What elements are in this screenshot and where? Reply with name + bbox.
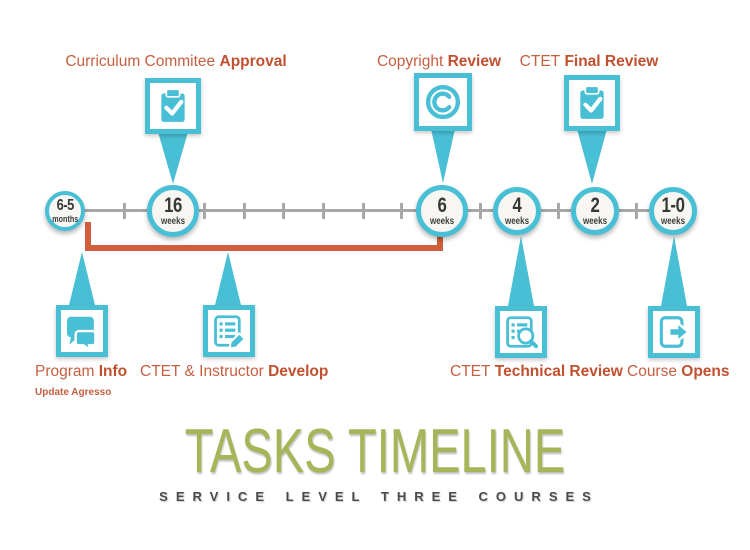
timeline-axis [65, 209, 673, 212]
page-title: TASKS TIMELINE [184, 417, 566, 486]
pointer-from-bracket-program-info [69, 252, 95, 305]
timeline-node-6-weeks: 6 weeks [416, 185, 468, 237]
document-search-icon [506, 316, 539, 349]
timeline-tick [557, 203, 560, 219]
timeline-tick [243, 203, 246, 219]
label-text-bold: Info [98, 363, 128, 380]
timeline-tick [400, 203, 403, 219]
node-value: 6 [437, 194, 447, 217]
timeline-node-16-weeks: 16 weeks [147, 185, 199, 237]
document-pencil-icon [203, 305, 255, 357]
label-ctet-technical-review: CTET Technical Review [450, 363, 623, 381]
chat-bubbles-icon [56, 305, 108, 357]
node-unit: months [52, 214, 78, 224]
clipboard-check-icon [564, 75, 620, 131]
node-value: 6-5 [56, 197, 74, 214]
label-text-bold: Final Review [564, 53, 659, 70]
node-unit: weeks [429, 216, 455, 227]
pointer-from-1-0-weeks [661, 236, 687, 306]
label-update-agresso: Update Agresso [35, 387, 112, 398]
label-text: CTET & Instructor [140, 363, 264, 380]
pointer-from-4-weeks [508, 236, 534, 306]
label-copyright-review: Copyright Review [339, 53, 539, 71]
timeline-node-2-weeks: 2 weeks [571, 187, 619, 235]
node-value: 4 [512, 194, 522, 217]
pointer-from-bracket-develop [215, 252, 241, 305]
label-text-bold: Technical Review [494, 363, 623, 380]
label-text: Program [35, 363, 95, 380]
label-text-bold: Approval [219, 53, 287, 70]
node-value: 16 [164, 194, 182, 217]
clipboard-check-icon [580, 85, 604, 119]
node-unit: weeks [582, 216, 608, 227]
exit-arrow-icon [648, 306, 700, 358]
node-unit: weeks [160, 216, 186, 227]
clipboard-check-icon [145, 78, 201, 134]
timeline-node-6-5-months: 6-5 months [45, 191, 85, 231]
timeline-tick [123, 203, 126, 219]
label-text-bold: Opens [681, 363, 730, 380]
timeline-node-4-weeks: 4 weeks [493, 187, 541, 235]
copyright-icon [425, 84, 461, 120]
node-unit: weeks [660, 216, 686, 227]
label-course-opens: Course Opens [627, 363, 730, 381]
timeline-tick [362, 203, 365, 219]
document-search-icon [495, 306, 547, 358]
label-text: CTET [450, 363, 491, 380]
copyright-icon [414, 73, 472, 131]
development-duration-bracket [85, 222, 443, 251]
timeline-tick [635, 203, 638, 219]
pointer-to-2-weeks [577, 129, 607, 184]
exit-arrow-icon [659, 316, 691, 348]
label-text-bold: Develop [268, 363, 329, 380]
pointer-to-16-weeks [158, 132, 188, 184]
timeline-node-1-0-weeks: 1-0 weeks [649, 187, 697, 235]
node-value: 2 [590, 194, 600, 217]
label-ctet-final-review: CTET Final Review [489, 53, 689, 71]
timeline-tick [479, 203, 482, 219]
label-curriculum-commitee-approval: Curriculum Commitee Approval [26, 53, 326, 71]
document-pencil-icon [214, 315, 246, 350]
node-value: 1-0 [661, 194, 685, 217]
chat-bubbles-icon [66, 316, 97, 350]
timeline-tick [322, 203, 325, 219]
label-text: CTET [519, 53, 561, 70]
clipboard-check-icon [161, 88, 185, 122]
label-text: Course [627, 363, 677, 380]
label-text-bold: Review [447, 53, 502, 70]
pointer-to-6-weeks [431, 129, 455, 183]
timeline-tick [282, 203, 285, 219]
timeline-tick [203, 203, 206, 219]
node-unit: weeks [504, 216, 530, 227]
label-program-info: Program Info [35, 363, 127, 381]
label-ctet-instructor-develop: CTET & Instructor Develop [140, 363, 328, 381]
label-text: Copyright [376, 53, 444, 70]
label-text: Curriculum Commitee [65, 53, 216, 70]
page-subtitle: SERVICE LEVEL THREE COURSES [159, 489, 599, 504]
